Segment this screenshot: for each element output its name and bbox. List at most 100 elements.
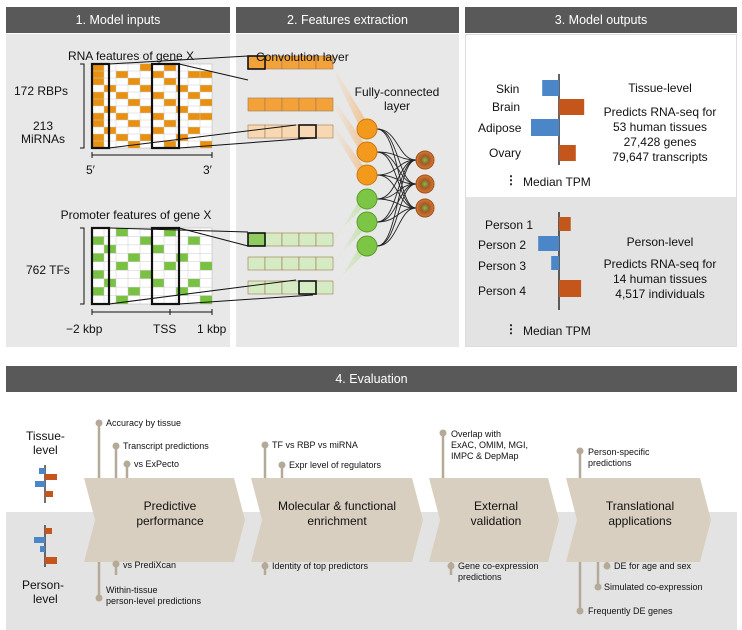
bar <box>542 80 559 96</box>
conv-cell <box>315 256 334 271</box>
rna-cell <box>116 71 128 78</box>
rna-cell <box>152 92 164 99</box>
fc-connections <box>376 128 417 247</box>
eval-person-mini-chart <box>34 525 57 567</box>
promoter-cell <box>152 244 164 254</box>
conv-cell <box>247 256 266 271</box>
promoter-cell <box>92 236 104 245</box>
eval-item-identity-top-predictors: Identity of top predictors <box>272 561 369 571</box>
fully-connected-label-line2: layer <box>383 99 410 113</box>
conv-cell <box>298 280 317 295</box>
rna-cell <box>140 106 152 113</box>
promoter-cell <box>152 278 164 288</box>
promoter-cell <box>92 253 104 262</box>
rna-cell <box>188 92 200 99</box>
fc-connection <box>376 128 417 185</box>
conv-highlight <box>247 55 266 70</box>
conv-cell <box>281 97 300 112</box>
rna-cell <box>152 127 164 134</box>
rna-cell <box>92 78 104 85</box>
projection-lines <box>108 55 314 305</box>
rna-cell <box>128 99 140 106</box>
conv-cell <box>281 232 300 247</box>
rna-cell <box>116 92 128 99</box>
person-median-tpm: Median TPM <box>523 324 591 338</box>
rna-cell <box>140 134 152 141</box>
rna-cell <box>92 92 104 99</box>
rna-cell <box>116 113 128 120</box>
output-neurons <box>415 150 435 218</box>
conv-cell <box>281 256 300 271</box>
rna-cell <box>140 85 152 92</box>
eval-item-overlap-3: IMPC & DepMap <box>451 451 519 461</box>
person-ellipsis: ⋮ <box>505 322 517 336</box>
bar <box>559 145 576 161</box>
rbps-label: 172 RBPs <box>14 84 69 98</box>
promoter-cell <box>176 253 188 262</box>
conv-cell <box>298 124 317 139</box>
fc-connection <box>376 207 417 247</box>
bar <box>559 99 585 115</box>
plus-1kbp-label: 1 kbp <box>197 322 227 336</box>
tissue-desc-2: 53 human tissues <box>612 120 708 134</box>
convolution-layer-label: Convolution layer <box>256 50 349 64</box>
promoter-cell <box>200 261 212 271</box>
eval-item-gene-coexpression-1: Gene co-expression <box>458 561 539 571</box>
eval-person-label-line1: Person- <box>22 578 65 592</box>
person-label-2: Person 2 <box>478 238 527 252</box>
bar <box>559 217 571 231</box>
tss-label: TSS <box>153 322 177 336</box>
rna-cell <box>92 113 104 120</box>
rna-cell <box>164 99 176 106</box>
conv-cell <box>315 124 334 139</box>
tissue-level-bar-chart <box>531 74 585 165</box>
rna-cell <box>92 99 104 106</box>
person-label-4: Person 4 <box>478 284 527 298</box>
eval-item-gene-coexpression-2: predictions <box>458 572 502 582</box>
rna-cell <box>164 120 176 127</box>
tissue-median-tpm: Median TPM <box>523 175 591 189</box>
arrow-molecular-line2: enrichment <box>307 514 367 528</box>
arrow-external-line1: External <box>473 499 519 513</box>
promoter-cell <box>140 270 152 279</box>
conv-cell <box>298 232 317 247</box>
rna-cell <box>176 85 188 92</box>
conv-cell <box>315 280 334 295</box>
rna-cell <box>92 134 104 141</box>
arrow-translational-line1: Translational <box>605 499 675 513</box>
rna-cell <box>128 120 140 127</box>
fully-connected-label-line1: Fully-connected <box>354 85 440 99</box>
rna-cell <box>200 113 212 120</box>
eval-item-person-specific-1: Person-specific <box>588 447 650 457</box>
eval-item-vs-predixcan: vs PrediXcan <box>123 560 177 570</box>
conv-cell <box>298 97 317 112</box>
rna-cell <box>188 127 200 134</box>
rna-cell <box>200 99 212 106</box>
person-level-bar-chart <box>538 212 582 310</box>
eval-item-expr-level: Expr level of regulators <box>289 460 382 470</box>
conv-cell <box>281 280 300 295</box>
promoter-cell <box>200 295 212 304</box>
eval-item-person-specific-2: predictions <box>588 458 632 468</box>
eval-item-tf-rbp-mirna: TF vs RBP vs miRNA <box>272 440 358 450</box>
header-model-inputs: 1. Model inputs <box>6 7 230 33</box>
hidden-neurons <box>356 118 378 257</box>
bar <box>538 236 559 251</box>
rna-feature-matrix <box>90 62 213 150</box>
conv-highlight <box>247 232 266 247</box>
fc-connection <box>376 183 417 247</box>
rna-cell <box>200 141 212 148</box>
tissue-desc-4: 79,647 transcripts <box>612 150 708 164</box>
conv-cell <box>264 256 283 271</box>
person-desc-3: 4,517 individuals <box>615 287 705 301</box>
bar <box>551 256 559 270</box>
arrow-molecular-line1: Molecular & functional <box>277 499 397 513</box>
promoter-feature-matrix <box>90 226 213 306</box>
promoter-cell <box>188 236 200 245</box>
eval-item-within-tissue-1: Within-tissue <box>106 585 158 595</box>
rna-cell <box>176 106 188 113</box>
rna-cell <box>128 78 140 85</box>
conv-cell <box>264 97 283 112</box>
rna-cell <box>116 134 128 141</box>
